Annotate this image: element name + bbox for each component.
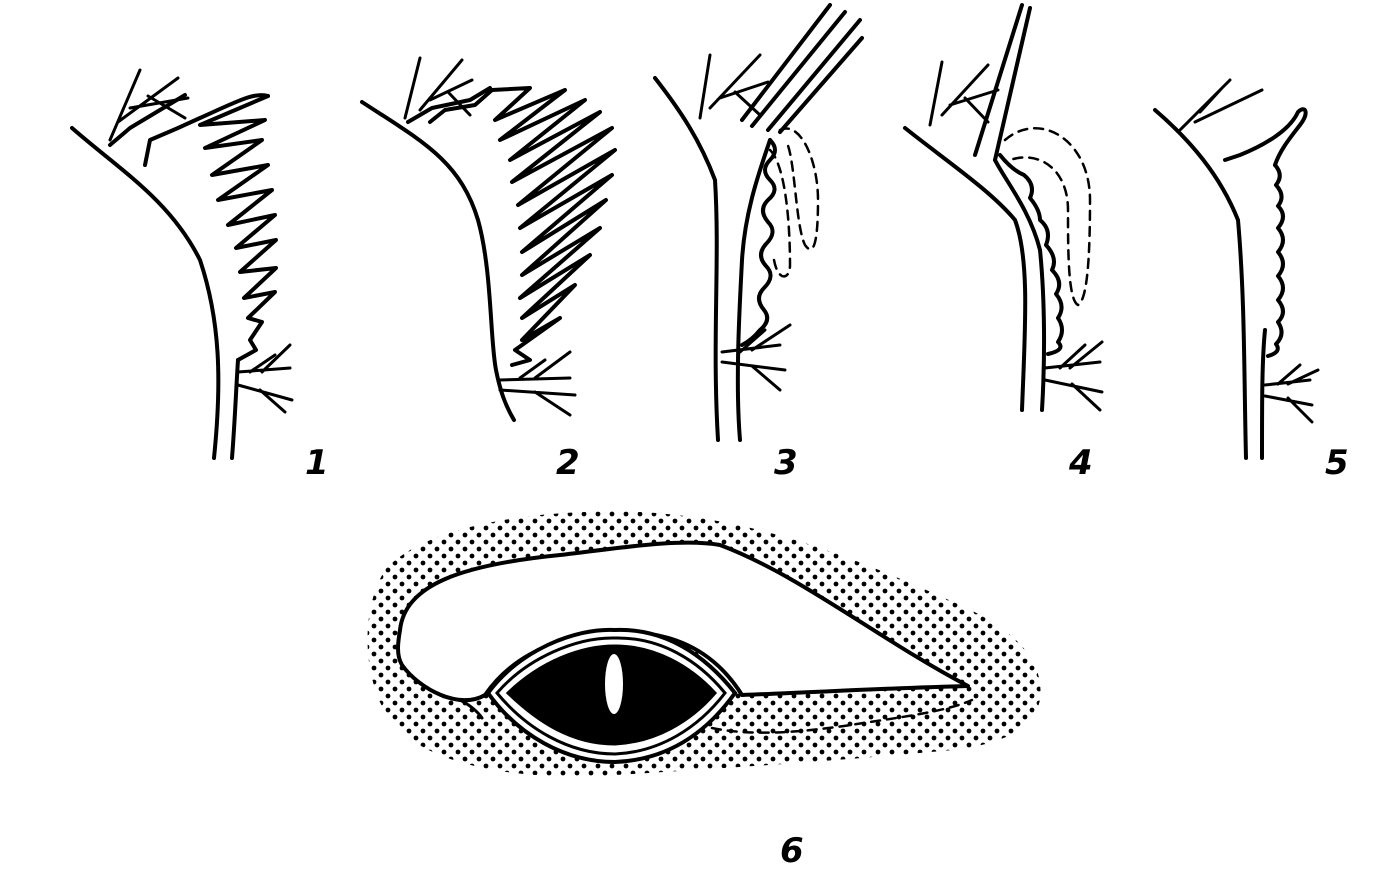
panel-4-probe bbox=[973, 3, 1032, 162]
panel-4: 4 bbox=[903, 3, 1104, 483]
panel-3-lower-nerve-branch bbox=[720, 323, 792, 392]
panel-1-vessel-wall bbox=[70, 93, 270, 460]
panel-2-label: 2 bbox=[556, 443, 580, 483]
panel-5-vessel-wall bbox=[1153, 107, 1308, 460]
panel-4-dashed-fold bbox=[1003, 127, 1092, 307]
panel-4-upper-nerve-branch bbox=[928, 60, 1000, 127]
panel-2-upper-nerve-branch bbox=[403, 56, 492, 124]
panel-4-lower-nerve-branch bbox=[1043, 340, 1104, 412]
panel-5-upper-nerve-branch bbox=[1178, 78, 1264, 132]
panel-1: 1 bbox=[70, 68, 329, 483]
panel-2-lower-nerve-branch bbox=[498, 350, 577, 417]
panel-3-dashed-fold bbox=[768, 127, 820, 278]
panel-2-folded-membrane bbox=[490, 86, 617, 367]
panel-6-lens-inner-ring bbox=[495, 636, 727, 756]
panel-6: 6 bbox=[367, 511, 1041, 871]
panel-1-upper-nerve-branch bbox=[108, 68, 190, 147]
panel-3-upper-nerve-branch bbox=[698, 53, 770, 120]
panel-5: 5 bbox=[1153, 78, 1349, 483]
panel-6-dashed-boundary bbox=[710, 698, 974, 734]
panel-6-small-fold bbox=[458, 698, 484, 720]
panel-4-vessel-wall bbox=[903, 126, 1047, 412]
panel-5-label: 5 bbox=[1325, 443, 1349, 483]
panel-3-vessel-wall bbox=[653, 76, 772, 442]
panel-3-wavy-intima bbox=[740, 138, 777, 347]
panel-1-label: 1 bbox=[305, 443, 329, 483]
panel-6-slit-highlight bbox=[605, 654, 623, 714]
panel-3-probe bbox=[740, 3, 864, 134]
panel-5-lower-nerve-branch bbox=[1263, 363, 1320, 424]
panel-5-wavy-intima bbox=[1266, 163, 1285, 358]
panel-6-label: 6 bbox=[780, 831, 804, 871]
panel-4-label: 4 bbox=[1068, 443, 1093, 483]
panel-6-outer-cavity bbox=[396, 540, 970, 703]
panel-2: 2 bbox=[360, 56, 617, 483]
panel-1-lower-nerve-branch bbox=[236, 343, 294, 414]
panel-1-folded-membrane bbox=[198, 94, 278, 362]
panel-4-wavy-intima bbox=[998, 153, 1064, 356]
panel-3: 3 bbox=[653, 3, 864, 483]
panel-3-label: 3 bbox=[774, 443, 798, 483]
panel-2-vessel-wall bbox=[360, 88, 516, 422]
